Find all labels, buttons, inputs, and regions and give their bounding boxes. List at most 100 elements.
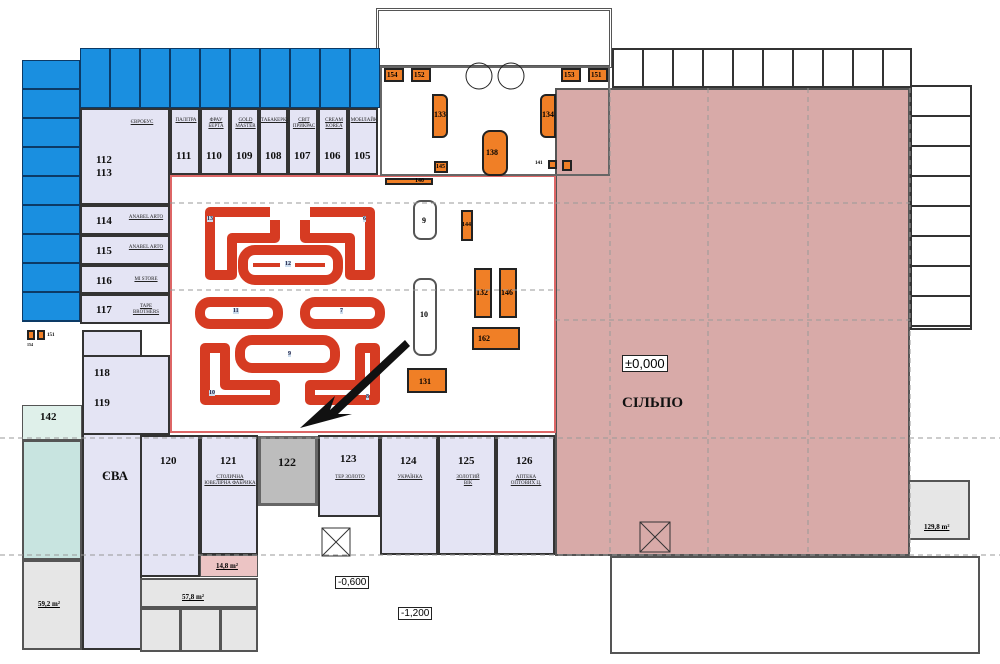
unit-151-west[interactable] — [37, 330, 45, 340]
unit-153[interactable]: 153 — [561, 68, 581, 82]
kiosk-8-label: 8 — [366, 394, 369, 400]
unit-number: 162 — [478, 334, 490, 343]
unit-number: 117 — [96, 304, 112, 316]
unit-129[interactable] — [908, 480, 970, 540]
tenant-name: ФРАУ БЕРТА — [208, 118, 224, 129]
shop-120[interactable]: 120 — [140, 435, 200, 577]
unit-162[interactable]: 162 — [472, 327, 520, 350]
kiosk-8 — [305, 343, 380, 405]
unit-number: 131 — [419, 377, 431, 386]
unit-number: 107 — [294, 150, 311, 162]
shop-108[interactable]: ТАБАКЕРКА 108 — [259, 108, 290, 175]
storage-rooms — [140, 608, 258, 652]
kiosk-11-label: 11 — [233, 308, 239, 314]
unit-154[interactable]: 154 — [384, 68, 404, 82]
toilets — [22, 440, 82, 560]
unit-number: 153 — [564, 71, 575, 79]
arrow-icon — [300, 340, 410, 428]
area-label: 129,8 m² — [924, 523, 950, 531]
blue-units-left — [22, 60, 80, 322]
unit-140[interactable]: 140 — [385, 178, 433, 185]
kiosk-10[interactable]: 10 — [413, 278, 437, 356]
unit-number: 146 — [501, 288, 513, 297]
tenant-name: ANABEL ARTO — [128, 245, 164, 250]
kiosk-10-ring — [200, 343, 280, 405]
unit-138[interactable]: 138 — [482, 130, 508, 176]
unit-number: 140 — [415, 178, 424, 184]
right-column-units — [910, 85, 972, 330]
kiosk-10-label: 10 — [209, 390, 215, 396]
unit-131[interactable]: 131 — [407, 368, 447, 393]
kiosk-9-ring — [235, 335, 340, 373]
unit-154-label: 154 — [27, 342, 33, 347]
unit-number: 133 — [434, 110, 446, 119]
tenant-name: СТОЛИЧНА ЮВЕЛІРНА ФАБРИКА — [204, 475, 256, 486]
unit-number: 132 — [476, 288, 488, 297]
level-marker: -0,600 — [335, 576, 370, 589]
right-units — [612, 48, 912, 88]
unit-152[interactable]: 152 — [411, 68, 431, 82]
unit-number: 144 — [462, 222, 471, 228]
unit-number: 109 — [236, 150, 253, 162]
unit-134[interactable]: 134 — [540, 94, 556, 138]
kiosk-13-label: 13 — [207, 216, 213, 222]
unit-141-label: 141 — [535, 161, 543, 166]
unit-144[interactable]: 144 — [461, 210, 473, 241]
area-label: 59,2 m² — [38, 600, 60, 608]
shop-107[interactable]: СВІТ ПРИКРАС 107 — [288, 108, 318, 175]
tenant-name: МОБІЛАЙК — [350, 118, 378, 123]
unit-151[interactable]: 151 — [588, 68, 608, 82]
eva-label: ЄВА — [102, 468, 129, 483]
tenant-name: MI STORE — [134, 277, 158, 282]
unit-141b[interactable] — [562, 160, 572, 171]
unit-number: 108 — [265, 150, 282, 162]
kiosk-9[interactable]: 9 — [413, 200, 437, 240]
silpo-area[interactable] — [555, 88, 910, 556]
tenant-name: CREAM KOREA — [325, 118, 343, 129]
level-marker: -1,200 — [398, 607, 433, 620]
shop-115[interactable]: 115 ANABEL ARTO — [80, 235, 170, 265]
silpo-label: СІЛЬПО — [622, 395, 684, 411]
unit-number: 120 — [160, 455, 177, 467]
unit-146[interactable]: 146 — [499, 268, 517, 318]
unit-number: 111 — [176, 150, 192, 162]
unit-145[interactable]: 145 — [434, 161, 448, 173]
unit-141[interactable] — [548, 160, 557, 169]
kiosk-6 — [300, 207, 375, 280]
shop-117[interactable]: 117 TAPE BROTHERS — [80, 294, 170, 324]
unit-number: 115 — [96, 245, 112, 257]
unit-number: 123 — [340, 453, 357, 465]
tenant-name: ANABEL ARTO — [128, 215, 164, 220]
unit-133[interactable]: 133 — [432, 94, 448, 138]
unit-132[interactable]: 132 — [474, 268, 492, 318]
storage-59 — [22, 560, 82, 650]
tenant-name: АПТЕКА ОПТОВИХ Ц. — [510, 475, 542, 486]
blue-units-top — [80, 48, 380, 108]
tenant-name: СВІТ ПРИКРАС — [292, 118, 316, 129]
unit-number: 119 — [94, 397, 110, 409]
shop-122[interactable]: 122 — [258, 436, 318, 506]
unit-142[interactable] — [22, 405, 82, 440]
kiosk-9-label: 9 — [288, 351, 291, 357]
tenant-name: TAPE BROTHERS — [132, 304, 160, 315]
unit-154-west[interactable] — [27, 330, 35, 340]
tenant-name: УКРАЇНКА — [397, 475, 423, 480]
level-marker: ±0,000 — [622, 355, 668, 372]
kiosk-7-label: 7 — [340, 308, 343, 314]
tenant-name: ТАБАКЕРКА — [261, 118, 290, 123]
